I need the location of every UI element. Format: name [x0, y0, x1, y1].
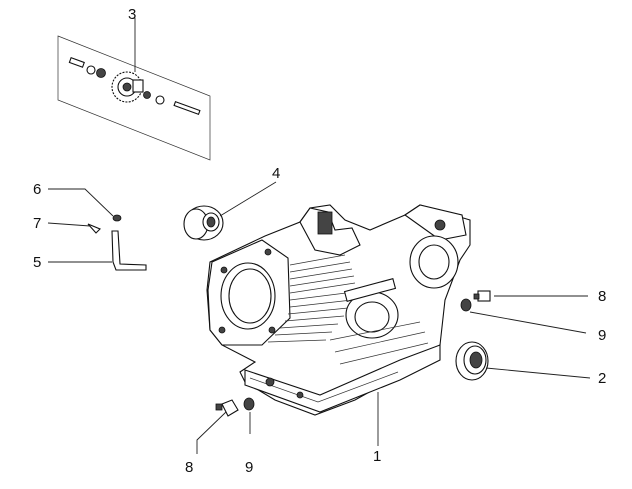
drain-plug-right — [460, 290, 588, 334]
plug-8-bottom-head — [215, 403, 223, 411]
gear-weight — [132, 79, 144, 93]
side-ribs — [329, 321, 429, 365]
callout-3: 3 — [128, 6, 136, 23]
bolt-hole-1 — [220, 266, 228, 274]
base-bolt — [296, 391, 304, 399]
leader-8-bottom — [196, 411, 227, 454]
mount-bolt — [434, 219, 446, 231]
drain-plug-bottom — [196, 397, 255, 454]
cylinder-bore-inner — [228, 268, 272, 324]
pin-left — [68, 57, 85, 68]
plug-8-right — [477, 290, 491, 302]
bolt-hole-4 — [268, 326, 276, 334]
washer-dark — [96, 68, 106, 78]
base-edge — [249, 371, 399, 403]
bolt-hole-3 — [218, 326, 226, 334]
mechanism-block — [317, 211, 333, 235]
leader-6 — [48, 188, 114, 217]
callout-7: 7 — [33, 215, 41, 232]
washer-right — [155, 95, 165, 105]
washer-small — [86, 65, 96, 75]
governor-assembly-panel — [57, 18, 211, 161]
washer-9-right — [460, 298, 472, 312]
leader-2 — [485, 367, 591, 379]
crankcase — [206, 204, 471, 446]
bolt-hole-2 — [264, 248, 272, 256]
governor-shaft — [173, 100, 201, 116]
callout-8-bottom: 8 — [185, 459, 193, 476]
leader-9-right — [469, 311, 587, 334]
crank-boss — [343, 278, 397, 302]
pipe-5 — [111, 230, 147, 271]
leader-4 — [219, 181, 277, 217]
clip-7 — [87, 223, 101, 234]
ring-6 — [112, 214, 122, 222]
bearing-bore — [206, 216, 216, 228]
washer-9-bottom — [243, 397, 255, 411]
callout-5: 5 — [33, 254, 41, 271]
callout-1: 1 — [373, 448, 381, 465]
callout-4: 4 — [272, 165, 280, 182]
callout-9-bottom: 9 — [245, 459, 253, 476]
plug-8-right-head — [473, 293, 480, 300]
oil-seal — [455, 341, 591, 381]
gear-center — [122, 82, 132, 92]
seal-bore — [469, 351, 483, 369]
callout-6: 6 — [33, 181, 41, 198]
fittings-left — [47, 188, 147, 271]
callout-2: 2 — [598, 370, 606, 387]
crankcase-base — [244, 344, 441, 413]
bearing-top — [183, 181, 277, 241]
clip-dark — [143, 91, 151, 99]
crank-bore-inner — [354, 301, 390, 333]
callout-8-right: 8 — [598, 288, 606, 305]
leader-7 — [47, 222, 91, 227]
callout-9-right: 9 — [598, 327, 606, 344]
drain-hole — [265, 377, 275, 387]
cooling-fins — [267, 254, 356, 343]
assembly-frame — [57, 35, 211, 161]
right-bore-inner — [418, 244, 450, 280]
